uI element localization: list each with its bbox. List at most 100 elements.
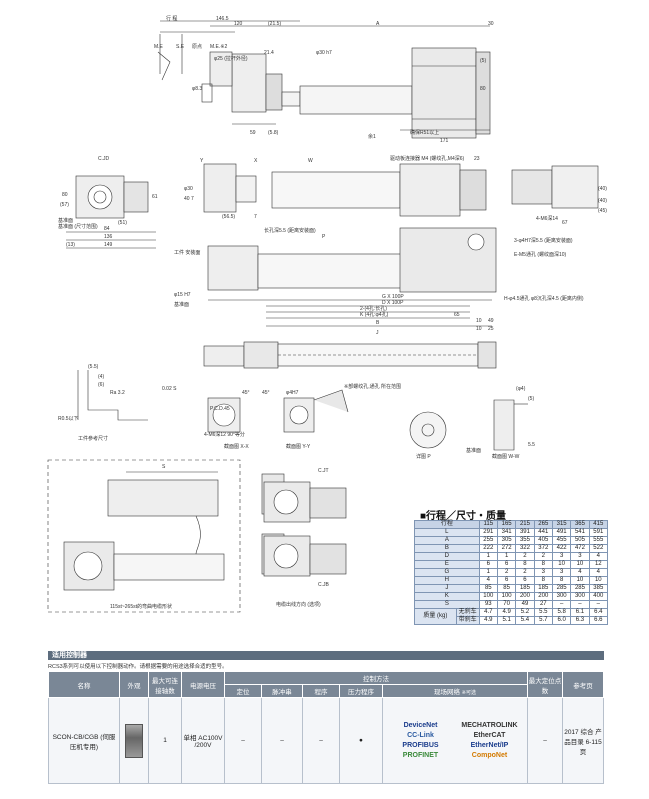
stroke-cell: –: [570, 600, 590, 609]
stroke-cell: 8: [551, 576, 572, 585]
section-xx: 截面图 X-X: [224, 443, 249, 450]
header-cell: 215: [515, 520, 535, 529]
stroke-cell: 4: [478, 576, 498, 585]
dim-25: 25: [488, 326, 494, 332]
stroke-cell: 8: [533, 576, 553, 585]
dim-67: 67: [562, 220, 568, 226]
pin-hole-note: 3-φ4H7深5.5 (距离安装面): [514, 237, 573, 244]
stroke-cell: 185: [533, 584, 553, 593]
dim-80: 80: [480, 86, 486, 92]
controller-networks: DeviceNet MECHATROLINK CC-Link EtherCAT …: [382, 697, 528, 784]
dim-5-5-b: 5.5: [528, 442, 535, 448]
stroke-cell: 255: [478, 536, 498, 545]
stroke-cell: 372: [533, 544, 553, 553]
mass-cell: 6.4: [588, 608, 609, 617]
stroke-cell: 1: [478, 568, 498, 577]
dim-57: (57): [60, 202, 69, 208]
stroke-cell: 3: [570, 552, 590, 561]
controller-section-title: 适用控制器: [52, 652, 87, 659]
stroke-cell: 8: [533, 560, 553, 569]
cable-drawing: S 115st~265st的弯曲电缆形状: [47, 459, 285, 613]
header-cell: 165: [496, 520, 517, 529]
controller-max-axes: 1: [148, 697, 182, 784]
dim-13: (13): [66, 242, 75, 248]
controller-pressing: ●: [339, 697, 383, 784]
dim-21-5: (21.5): [268, 21, 281, 27]
stroke-cell: 6: [496, 560, 517, 569]
stroke-cell: 505: [570, 536, 590, 545]
dim-40-a: (40): [598, 186, 607, 192]
phi30-b: φ30: [184, 186, 193, 192]
controller-section-subtitle: RCS3系列可以使用以下控制器动作。请根据需要的用途选择合适的型号。: [48, 664, 228, 670]
dim-146-5: 146.5: [216, 16, 229, 22]
header-cell: 115: [478, 520, 498, 529]
mass-label: 质量 (kg): [414, 608, 457, 625]
mass-cell: 4.9: [496, 608, 517, 617]
connector-note: 驱动板连接器 M4 (螺纹孔,M4深6): [390, 155, 465, 162]
tap-hole-note: E-M5通孔 (螺纹面深10): [514, 251, 567, 258]
stroke-cell: 8: [515, 560, 535, 569]
header-cell: 315: [551, 520, 572, 529]
stroke-cell: 4: [570, 568, 590, 577]
phi4-label: (φ4): [516, 386, 526, 392]
stroke-cell: 391: [515, 528, 535, 537]
th-name: 名称: [48, 671, 120, 698]
dim-61: 61: [152, 194, 158, 200]
stroke-cell: 3: [551, 568, 572, 577]
stroke-cell: 555: [588, 536, 609, 545]
network-devicenet: DeviceNet: [403, 722, 438, 729]
controller-max-points: –: [527, 697, 563, 784]
mass-cell: 5.1: [496, 616, 517, 625]
stroke-cell: 541: [570, 528, 590, 537]
mass-sub-label: 带刹车: [455, 616, 480, 625]
dim-10-b: 10: [476, 326, 482, 332]
mass-cell: 5.7: [533, 616, 553, 625]
controller-program: –: [302, 697, 340, 784]
stroke-cell: 100: [478, 592, 498, 601]
stroke-cell: 6: [478, 560, 498, 569]
th-pressing: 压力程序: [339, 684, 383, 698]
dim-40-b: (40): [598, 198, 607, 204]
dim-5-8: (5.8): [268, 130, 279, 136]
dim-b: B: [376, 320, 380, 326]
dim-6: (6): [98, 382, 104, 388]
dim-65: 65: [454, 312, 460, 318]
dim-171: 171: [440, 138, 449, 144]
m6-holes: 4-M6深14: [536, 215, 558, 222]
mass-cell: 6.0: [551, 616, 572, 625]
dim-120: 120: [234, 21, 243, 27]
stroke-cell: 3: [533, 568, 553, 577]
angle-1: 45°: [242, 390, 250, 396]
row-label: H: [414, 576, 480, 585]
stroke-cell: 422: [551, 544, 572, 553]
th-control-method: 控制方法: [224, 671, 528, 685]
stroke-cell: 322: [515, 544, 535, 553]
dim-21-4: 21.4: [264, 50, 274, 56]
fieldbus-note: ※可选: [461, 690, 476, 696]
se-label: S.E: [176, 44, 185, 50]
rod-dia-label: φ25 (拉杆外径): [214, 55, 248, 62]
controller-reference: 2017 综合 产品目录 6-115 页: [562, 697, 604, 784]
stroke-cell: 3: [551, 552, 572, 561]
stroke-cell: 472: [570, 544, 590, 553]
mass-sub-label: 无刹车: [455, 608, 480, 617]
cable-direction-drawing: C.JT C.JB 电缆出线方向 (选项): [263, 468, 347, 608]
phi4h7-label: φ4H7: [286, 390, 299, 396]
mass-cell: 6.1: [570, 608, 590, 617]
me-label: M.E: [154, 44, 164, 50]
stroke-cell: 285: [570, 584, 590, 593]
mass-cell: 4.9: [478, 616, 498, 625]
y-marker: Y: [200, 158, 204, 164]
stroke-label: 行 程: [166, 15, 177, 22]
controller-image: [125, 723, 143, 758]
stroke-cell: 385: [588, 584, 609, 593]
dim-51: (51): [118, 220, 127, 226]
network-profibus: PROFIBUS: [402, 742, 439, 749]
th-pulse: 脉冲串: [261, 684, 303, 698]
stroke-cell: 2: [515, 552, 535, 561]
datum-range: 基准面 (尺寸范围): [58, 223, 98, 230]
